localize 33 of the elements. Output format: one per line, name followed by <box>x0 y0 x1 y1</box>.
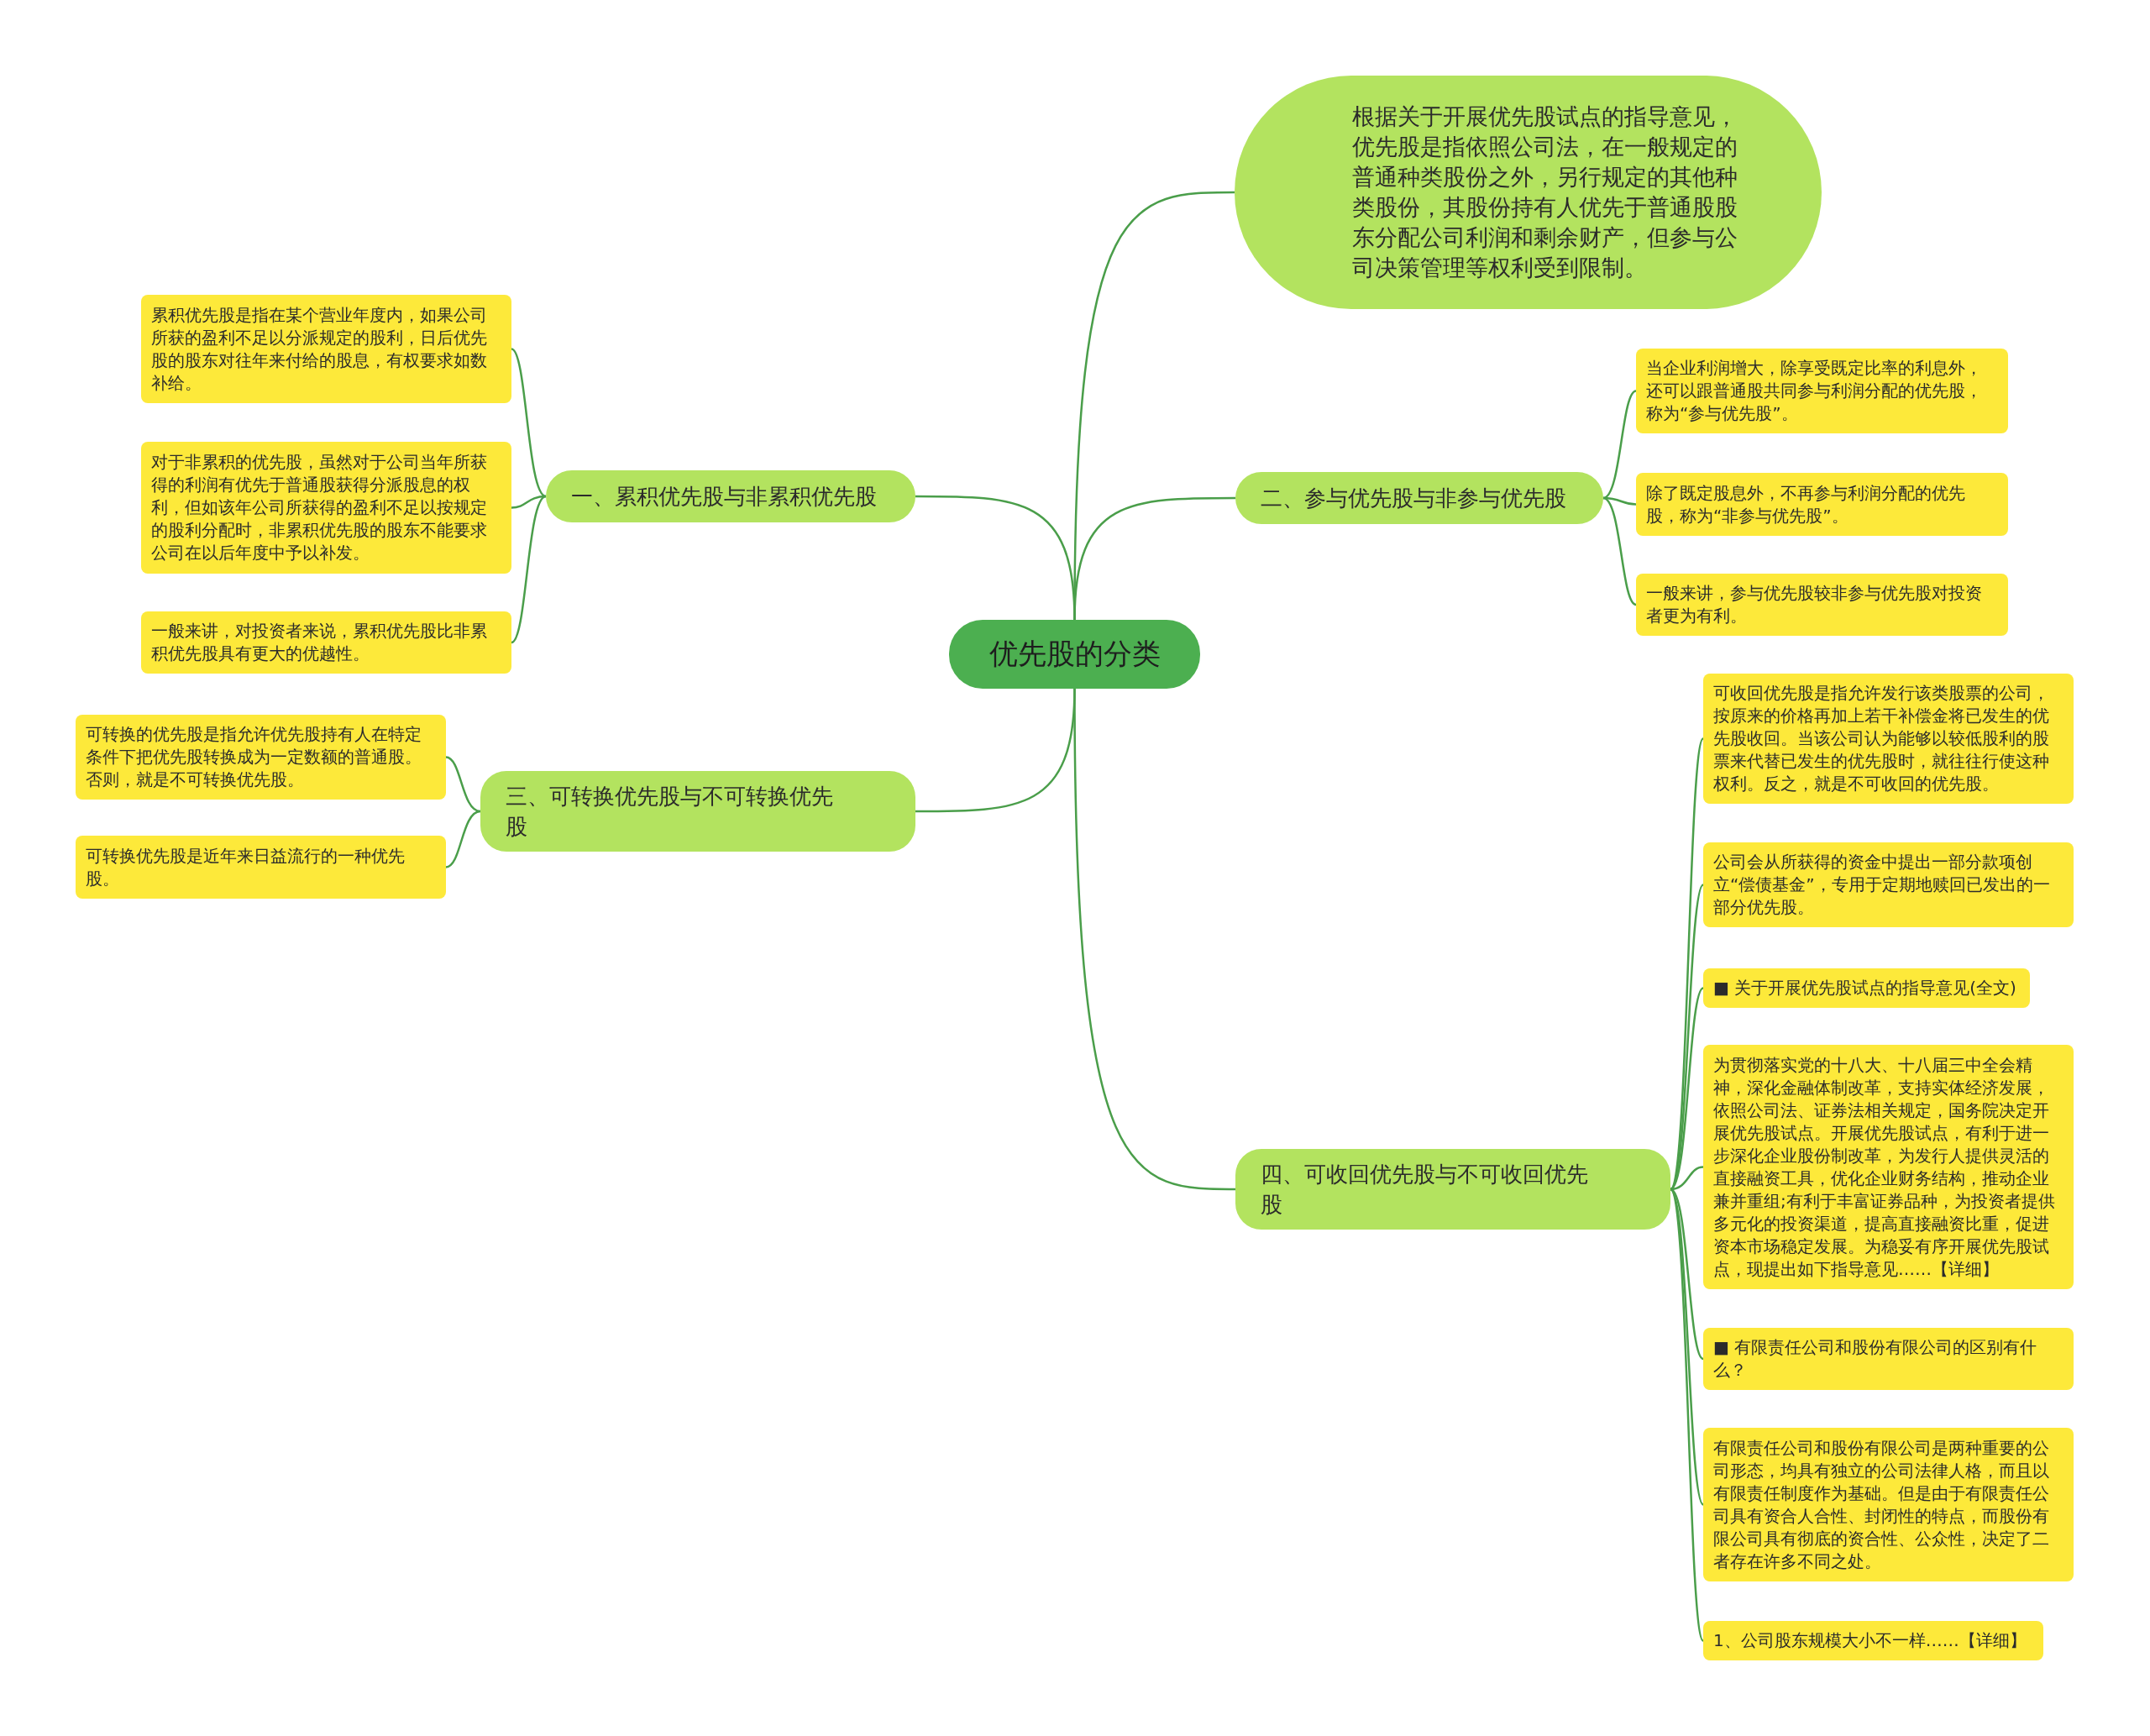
branch-topic: 一、累积优先股与非累积优先股 <box>546 470 915 522</box>
note-box: 除了既定股息外，不再参与利润分配的优先股，称为“非参与优先股”。 <box>1636 473 2008 536</box>
connector-line <box>1602 496 1637 606</box>
note-box: 可转换的优先股是指允许优先股持有人在特定条件下把优先股转换成为一定数额的普通股。否则，就是不可转换优先股。 <box>76 715 446 800</box>
connector-line <box>1669 738 1705 1190</box>
connector-line <box>1669 884 1705 1190</box>
note-box: 累积优先股是指在某个营业年度内，如果公司所获的盈利不足以分派规定的股利，日后优先股的股东对往年来付给的股息，有权要求如数补给。 <box>141 295 511 403</box>
connector-line <box>1073 689 1235 1191</box>
note-box: 有限责任公司和股份有限公司是两种重要的公司形态，均具有独立的公司法律人格，而且以有限责任制度作为基础。但是由于有限责任公司具有资合人合性、封闭性的特点，而股份有限公司具有彻底的资合性、公众性，决定了二者存在许多不同之处。 <box>1703 1428 2074 1581</box>
note-box: 可转换优先股是近年来日益流行的一种优先股。 <box>76 836 446 899</box>
note-box: ■ 关于开展优先股试点的指导意见(全文) <box>1703 968 2030 1008</box>
connector-line <box>1602 390 1637 500</box>
note-box: ■ 有限责任公司和股份有限公司的区别有什么？ <box>1703 1328 2074 1390</box>
connector-line <box>445 810 481 868</box>
connector-line <box>1669 1188 1705 1506</box>
branch-topic: 四、可收回优先股与不可收回优先股 <box>1235 1149 1670 1230</box>
note-box: 当企业利润增大，除享受既定比率的利息外，还可以跟普通股共同参与利润分配的优先股，称为“参与优先股”。 <box>1636 349 2008 433</box>
note-box: 公司会从所获得的资金中提出一部分款项创立“偿债基金”，专用于定期地赎回已发出的一部分优先股。 <box>1703 842 2074 927</box>
connector-line <box>1073 496 1235 621</box>
connector-line <box>1669 1188 1705 1641</box>
note-box: 一般来讲，参与优先股较非参与优先股对投资者更为有利。 <box>1636 574 2008 636</box>
note-box: 对于非累积的优先股，虽然对于公司当年所获得的利润有优先于普通股获得分派股息的权利，但如该年公司所获得的盈利不足以按规定的股利分配时，非累积优先股的股东不能要求公司在以后年度中予以补发。 <box>141 442 511 574</box>
note-box: 一般来讲，对投资者来说，累积优先股比非累积优先股具有更大的优越性。 <box>141 611 511 674</box>
note-box: 可收回优先股是指允许发行该类股票的公司，按原来的价格再加上若干补偿金将已发生的优先股收回。当该公司认为能够以较低股利的股票来代替已发生的优先股时，就往往行使这种权利。反之，就是不可收回的优先股。 <box>1703 674 2074 804</box>
connector-line <box>511 348 547 498</box>
branch-topic: 三、可转换优先股与不可转换优先股 <box>480 771 915 852</box>
note-box: 为贯彻落实党的十八大、十八届三中全会精神，深化金融体制改革，支持实体经济发展，依照公司法、证券法相关规定，国务院决定开展优先股试点。开展优先股试点，有利于进一步深化企业股份制改革，为发行人提供灵活的直接融资工具，优化企业财务结构，推动企业兼并重组;有利于丰富证券品种，为投资者提供多元化的投资渠道，提高直接融资比重，促进资本市场稳定发展。为稳妥有序开展优先股试点，现提出如下指导意见……【详细】 <box>1703 1045 2074 1289</box>
topic-bubble: 根据关于开展优先股试点的指导意见，优先股是指依照公司法，在一般规定的普通种类股份之外，另行规定的其他种类股份，其股份持有人优先于普通股股东分配公司利润和剩余财产，但参与公司决策管理等权利受到限制。 <box>1235 76 1822 309</box>
connector-line <box>445 756 481 813</box>
connector-line <box>511 495 547 643</box>
branch-topic: 二、参与优先股与非参与优先股 <box>1235 472 1603 524</box>
note-box: 1、公司股东规模大小不一样……【详细】 <box>1703 1621 2043 1660</box>
central-topic: 优先股的分类 <box>949 620 1200 689</box>
